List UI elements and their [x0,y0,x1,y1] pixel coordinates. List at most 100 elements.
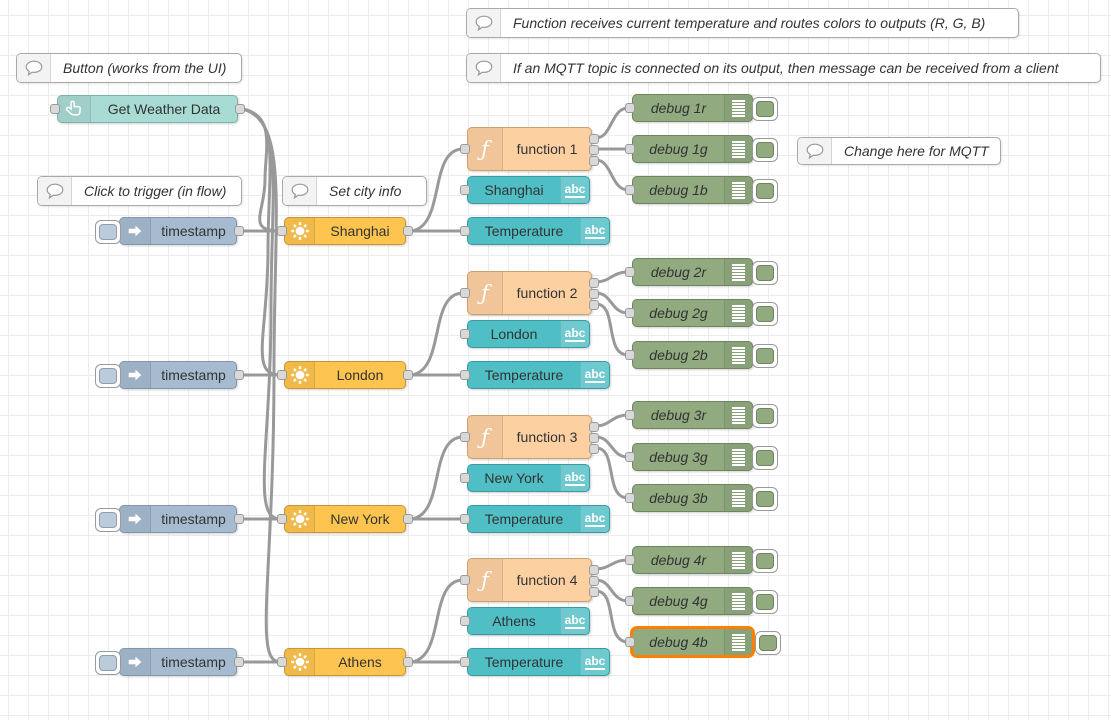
output-port[interactable] [235,104,245,114]
output-port[interactable] [234,657,244,667]
node-text-london[interactable]: London abc [460,320,590,348]
input-port[interactable] [625,410,635,420]
debug-toggle-button[interactable] [752,179,778,203]
node-debug-3g[interactable]: debug 3g [625,443,778,471]
inject-button[interactable] [95,508,121,532]
node-debug-2g[interactable]: debug 2g [625,299,778,327]
debug-toggle-button[interactable] [752,97,778,121]
input-port[interactable] [277,370,287,380]
wire[interactable] [594,270,630,284]
node-debug-1g[interactable]: debug 1g [625,135,778,163]
wire[interactable] [408,147,465,233]
debug-toggle-button[interactable] [752,138,778,162]
input-port[interactable] [625,185,635,195]
debug-toggle-button[interactable] [752,302,778,326]
node-temperature-2[interactable]: Temperature abc [460,361,610,389]
node-debug-1r[interactable]: debug 1r [625,94,778,122]
node-weather-athens[interactable]: Athens [277,648,413,676]
node-debug-2b[interactable]: debug 2b [625,341,778,369]
input-port[interactable] [460,575,470,585]
output-port-1[interactable] [589,278,599,288]
node-inject-timestamp-3[interactable]: timestamp [95,505,244,533]
node-debug-4g[interactable]: debug 4g [625,587,778,615]
inject-button[interactable] [95,651,121,675]
comment-function-note[interactable]: Function receives current temperature an… [466,8,1019,38]
input-port[interactable] [50,104,60,114]
node-function-4[interactable]: ƒ function 4 [460,558,599,602]
node-temperature-3[interactable]: Temperature abc [460,505,610,533]
node-text-new-york[interactable]: New York abc [460,464,590,492]
input-port[interactable] [460,473,470,483]
input-port[interactable] [460,616,470,626]
input-port[interactable] [277,657,287,667]
debug-toggle-button[interactable] [752,261,778,285]
wire[interactable] [408,435,465,521]
input-port[interactable] [277,514,287,524]
output-port-3[interactable] [589,300,599,310]
input-port[interactable] [625,350,635,360]
input-port[interactable] [460,514,470,524]
output-port-1[interactable] [589,422,599,432]
wire[interactable] [594,558,630,571]
node-function-1[interactable]: ƒ function 1 [460,127,599,171]
output-port-3[interactable] [589,587,599,597]
wire[interactable] [408,291,465,377]
input-port[interactable] [625,103,635,113]
node-debug-2r[interactable]: debug 2r [625,258,778,286]
node-inject-timestamp-4[interactable]: timestamp [95,648,244,676]
input-port[interactable] [625,452,635,462]
input-port[interactable] [460,329,470,339]
comment-mqtt-note[interactable]: If an MQTT topic is connected on its out… [466,53,1101,83]
wire[interactable] [594,578,630,603]
input-port[interactable] [625,493,635,503]
input-port[interactable] [625,267,635,277]
node-weather-new-york[interactable]: New York [277,505,413,533]
wire[interactable] [594,446,630,500]
input-port[interactable] [460,144,470,154]
wire[interactable] [241,107,282,664]
debug-toggle-button[interactable] [752,344,778,368]
wire[interactable] [408,578,465,664]
input-port[interactable] [460,657,470,667]
node-text-shanghai[interactable]: Shanghai abc [460,176,590,204]
output-port-2[interactable] [589,289,599,299]
node-debug-4b-selected[interactable]: debug 4b [625,628,781,656]
debug-toggle-button[interactable] [755,631,781,655]
input-port[interactable] [625,555,635,565]
node-debug-4r[interactable]: debug 4r [625,546,778,574]
node-text-athens[interactable]: Athens abc [460,607,590,635]
node-weather-london[interactable]: London [277,361,413,389]
wire[interactable] [594,158,630,192]
output-port-2[interactable] [589,576,599,586]
wire[interactable] [594,291,630,315]
output-port[interactable] [403,514,413,524]
wire[interactable] [594,435,630,459]
output-port[interactable] [234,226,244,236]
inject-button[interactable] [95,220,121,244]
comment-city-note[interactable]: Set city info [282,176,427,206]
node-inject-timestamp-1[interactable]: timestamp [95,217,244,245]
output-port-2[interactable] [589,145,599,155]
output-port-1[interactable] [589,134,599,144]
input-port[interactable] [460,226,470,236]
node-debug-1b[interactable]: debug 1b [625,176,778,204]
input-port[interactable] [277,226,287,236]
comment-click-note[interactable]: Click to trigger (in flow) [37,176,242,206]
node-get-weather-data[interactable]: Get Weather Data [50,95,245,123]
node-function-3[interactable]: ƒ function 3 [460,415,599,459]
wire[interactable] [594,413,630,428]
node-function-2[interactable]: ƒ function 2 [460,271,599,315]
debug-toggle-button[interactable] [752,549,778,573]
input-port[interactable] [460,370,470,380]
node-temperature-1[interactable]: Temperature abc [460,217,610,245]
output-port[interactable] [403,370,413,380]
wire[interactable] [594,106,630,140]
output-port-3[interactable] [589,444,599,454]
debug-toggle-button[interactable] [752,404,778,428]
input-port[interactable] [625,144,635,154]
input-port[interactable] [625,596,635,606]
output-port[interactable] [403,226,413,236]
input-port[interactable] [460,432,470,442]
debug-toggle-button[interactable] [752,487,778,511]
